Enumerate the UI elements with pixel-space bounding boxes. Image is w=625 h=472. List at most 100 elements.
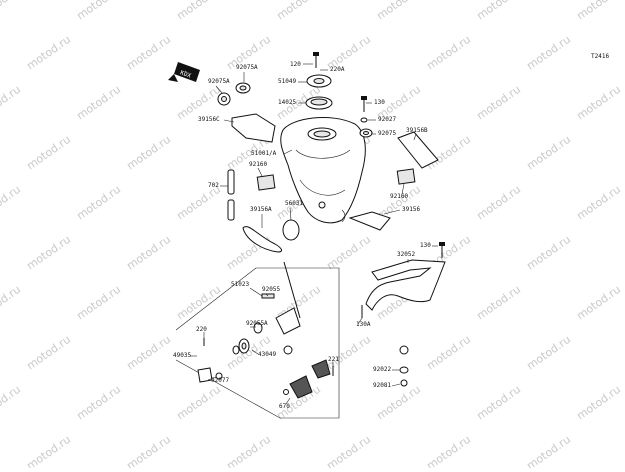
part-number-label: 220A xyxy=(330,66,345,73)
watermark-text: motod.ru xyxy=(74,283,123,323)
watermark-text: motod.ru xyxy=(24,433,73,468)
watermark-text: motod.ru xyxy=(124,433,173,468)
part-number-label: 702 xyxy=(208,182,219,189)
part-number-label: 39156 xyxy=(402,206,420,213)
part-number-label: 130 xyxy=(420,242,431,249)
leader-line xyxy=(251,349,259,355)
part-number-label: 92160 xyxy=(390,193,408,200)
watermark-text: motod.ru xyxy=(324,233,373,273)
part-number-label: 92075A xyxy=(208,78,230,85)
watermark-text: motod.ru xyxy=(0,283,23,323)
part-number-label: 92027 xyxy=(378,116,396,123)
fuel-cock-inset xyxy=(175,261,340,419)
part-number-label: 221 xyxy=(328,356,339,363)
part-number-label: 49035 xyxy=(173,352,191,359)
watermark-text: motod.ru xyxy=(174,283,223,323)
leader-line xyxy=(289,207,292,221)
watermark-text: motod.ru xyxy=(524,133,573,173)
part-number-label: 92055A xyxy=(246,320,268,327)
watermark-text: motod.ru xyxy=(324,433,373,468)
part-number-label: 51001/A xyxy=(251,150,277,157)
part-number-label: 92055 xyxy=(262,286,280,293)
o-ring-drawing xyxy=(282,219,300,241)
part-number-label: 92077 xyxy=(211,377,229,384)
leader-line xyxy=(249,287,263,297)
watermark-text: motod.ru xyxy=(474,0,523,22)
part-number-label: 130A xyxy=(356,321,371,328)
watermark-text: motod.ru xyxy=(574,183,623,223)
watermark-text: motod.ru xyxy=(424,333,473,373)
leader-line xyxy=(401,183,405,195)
watermark-text: motod.ru xyxy=(24,133,73,173)
watermark-text: motod.ru xyxy=(174,383,223,423)
part-number-label: 670 xyxy=(279,403,290,410)
leader-line xyxy=(391,383,401,387)
leader-line xyxy=(283,149,293,155)
tank-pads-drawing xyxy=(231,113,439,253)
watermark-text: motod.ru xyxy=(224,433,273,468)
watermark-text: motod.ru xyxy=(474,283,523,323)
bracket-drawing xyxy=(361,242,446,318)
part-number-label: 43049 xyxy=(258,351,276,358)
leader-line xyxy=(257,167,263,177)
part-number-label: 120 xyxy=(290,61,301,68)
watermark-text: motod.ru xyxy=(324,333,373,373)
leader-line xyxy=(207,376,217,381)
watermark-text: motod.ru xyxy=(524,33,573,73)
watermark-text: motod.ru xyxy=(524,233,573,273)
watermark-text: motod.ru xyxy=(24,33,73,73)
watermark-text: motod.ru xyxy=(0,383,23,423)
watermark-text: motod.ru xyxy=(524,333,573,373)
watermark-text: motod.ru xyxy=(474,183,523,223)
fuel-tank-drawing xyxy=(280,116,366,224)
leader-line xyxy=(383,209,401,215)
part-number-label: 130 xyxy=(374,99,385,106)
badge-text: KDX xyxy=(179,69,192,79)
part-number-label: 51023 xyxy=(231,281,249,288)
watermark-text: motod.ru xyxy=(474,83,523,123)
leader-line xyxy=(223,119,235,123)
leader-line xyxy=(285,397,291,405)
kdx-badge: KDX xyxy=(168,62,200,82)
watermark-text: motod.ru xyxy=(424,33,473,73)
watermark-text: motod.ru xyxy=(424,433,473,468)
watermark-text: motod.ru xyxy=(74,183,123,223)
watermark-text: motod.ru xyxy=(24,333,73,373)
watermark-text: motod.ru xyxy=(374,0,423,22)
watermark-text: motod.ru xyxy=(0,83,23,123)
grommets-drawing xyxy=(217,82,251,106)
part-number-label: 220 xyxy=(196,326,207,333)
watermark-text: motod.ru xyxy=(274,0,323,22)
watermark-text: motod.ru xyxy=(124,333,173,373)
watermark-text: motod.ru xyxy=(0,0,23,22)
part-number-label: 51049 xyxy=(278,78,296,85)
part-number-label: 14025 xyxy=(278,99,296,106)
part-number-label: 92022 xyxy=(373,366,391,373)
reference-code: T2416 xyxy=(591,53,609,60)
leader-line xyxy=(413,133,417,141)
watermark-text: motod.ru xyxy=(574,83,623,123)
watermark-text: motod.ru xyxy=(124,133,173,173)
watermark-text: motod.ru xyxy=(574,0,623,22)
part-number-label: 39156A xyxy=(250,206,272,213)
filler-cap-drawing xyxy=(305,52,333,110)
watermark-text: motod.ru xyxy=(474,383,523,423)
watermark-text: motod.ru xyxy=(124,33,173,73)
leader-line xyxy=(265,293,269,297)
watermark-text: motod.ru xyxy=(524,433,573,468)
watermark-text: motod.ru xyxy=(0,183,23,223)
part-number-label: 32052 xyxy=(397,251,415,258)
part-number-label: 56031 xyxy=(285,200,303,207)
part-number-label: 39156C xyxy=(198,116,220,123)
watermark-text: motod.ru xyxy=(74,83,123,123)
part-number-label: 39156B xyxy=(406,127,428,134)
washers-bottom-right xyxy=(399,345,409,387)
watermark-text: motod.ru xyxy=(74,383,123,423)
watermark-text: motod.ru xyxy=(574,383,623,423)
pins-drawing xyxy=(227,169,235,221)
watermark-text: motod.ru xyxy=(174,0,223,22)
watermark-text: motod.ru xyxy=(74,0,123,22)
